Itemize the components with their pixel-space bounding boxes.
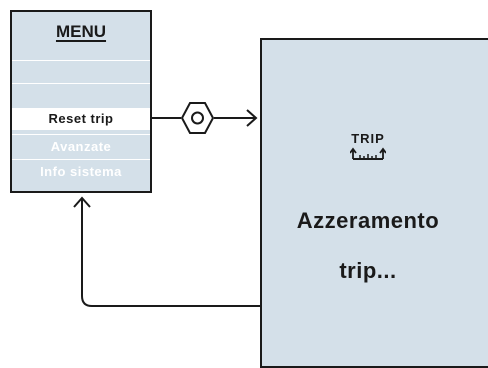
trip-message-line1: Azzeramento — [296, 208, 440, 233]
menu-divider — [12, 83, 150, 84]
menu-item-reset-trip[interactable]: Reset trip — [12, 108, 150, 130]
menu-title: MENU — [55, 22, 107, 41]
menu-divider — [12, 60, 150, 61]
hexagon-button-icon[interactable] — [180, 102, 215, 134]
flow-diagram — [73, 102, 260, 307]
menu-divider — [12, 134, 150, 135]
menu-item-info-sistema[interactable]: Info sistema — [40, 164, 122, 179]
arrow-up-return-icon — [73, 196, 260, 307]
menu-item-avanzate[interactable]: Avanzate — [50, 139, 112, 154]
trip-message-line2: trip... — [339, 258, 397, 283]
menu-divider — [12, 159, 150, 160]
menu-screen: MENU Reset trip Avanzate Info sistema — [10, 10, 152, 193]
trip-odometer-icon — [350, 147, 386, 160]
trip-label: TRIP — [351, 131, 385, 146]
arrow-right-icon — [214, 109, 258, 127]
